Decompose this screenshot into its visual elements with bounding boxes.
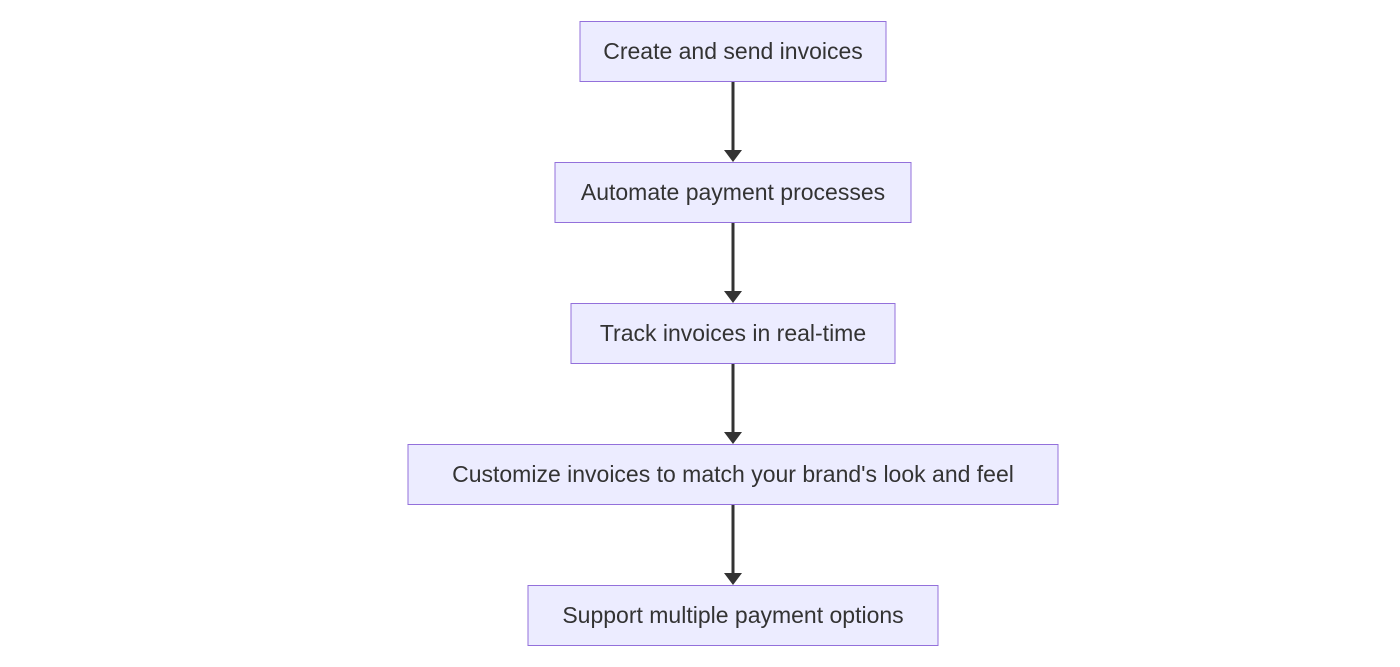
flowchart-node-create-and-send-invoices: Create and send invoices bbox=[579, 21, 887, 82]
arrow-line bbox=[731, 364, 735, 433]
arrow-head-down-icon bbox=[724, 432, 742, 444]
flow-arrow-3 bbox=[724, 364, 742, 444]
node-label: Track invoices in real-time bbox=[599, 320, 867, 346]
flow-arrow-2 bbox=[724, 223, 742, 303]
arrow-head-down-icon bbox=[724, 573, 742, 585]
node-label: Support multiple payment options bbox=[562, 602, 904, 628]
flow-arrow-1 bbox=[724, 82, 742, 162]
arrow-line bbox=[731, 223, 735, 292]
arrow-line bbox=[731, 505, 735, 574]
flow-arrow-4 bbox=[724, 505, 742, 585]
flowchart-node-track-invoices-in-real-time: Track invoices in real-time bbox=[570, 303, 896, 364]
arrow-head-down-icon bbox=[724, 150, 742, 162]
arrow-line bbox=[731, 82, 735, 151]
node-label: Customize invoices to match your brand's… bbox=[452, 461, 1014, 487]
flowchart-node-support-multiple-payment-options: Support multiple payment options bbox=[527, 585, 939, 646]
node-label: Automate payment processes bbox=[580, 179, 886, 205]
arrow-head-down-icon bbox=[724, 291, 742, 303]
node-label: Create and send invoices bbox=[603, 38, 863, 64]
flowchart-node-customize-invoices: Customize invoices to match your brand's… bbox=[407, 444, 1059, 505]
flowchart-node-automate-payment-processes: Automate payment processes bbox=[554, 162, 912, 223]
